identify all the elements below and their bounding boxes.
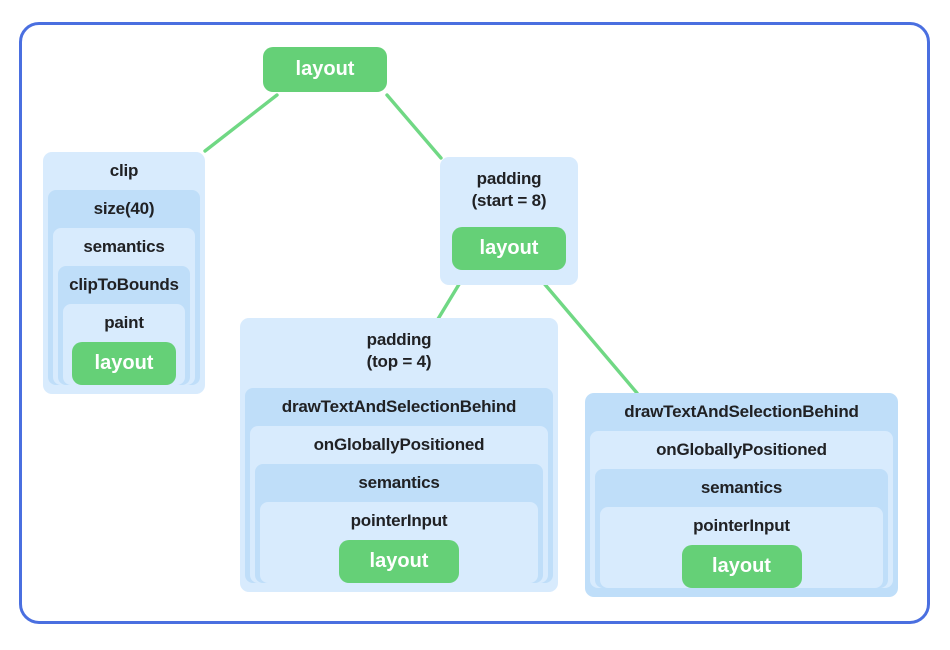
modifier-label-semantics: semantics (83, 237, 165, 256)
modifier-box-drawtext-right: drawTextAndSelectionBehind onGloballyPos… (585, 393, 898, 597)
padding-start-line1: padding (476, 169, 542, 188)
modifier-label-ongloballypositioned: onGloballyPositioned (313, 435, 485, 454)
modifier-label-cliptobounds: clipToBounds (69, 275, 179, 294)
modifier-label-padding-top: padding (top = 4) (240, 318, 558, 388)
diagram-border-frame (19, 22, 930, 624)
modifier-box-pointerinput: pointerInput layout (260, 502, 538, 583)
modifier-label-size: size(40) (93, 199, 155, 218)
modifier-box-pointerinput: pointerInput layout (600, 507, 883, 588)
modifier-box-padding-start: padding (start = 8) layout (440, 157, 578, 285)
modifier-label-clip: clip (109, 161, 139, 180)
modifier-box-semantics: semantics pointerInput layout (595, 469, 888, 588)
modifier-label-pointerinput: pointerInput (693, 516, 790, 535)
modifier-box-drawtext: drawTextAndSelectionBehind onGloballyPos… (245, 388, 553, 583)
edge-root-to-clip (203, 93, 279, 153)
modifier-label-semantics: semantics (700, 478, 783, 497)
modifier-label-pointerinput: pointerInput (350, 511, 448, 530)
padding-top-line2: (top = 4) (366, 352, 432, 371)
modifier-box-cliptobounds: clipToBounds paint layout (58, 266, 190, 385)
modifier-label-semantics: semantics (358, 473, 440, 492)
modifier-box-clip: clip size(40) semantics clipToBounds pai… (43, 152, 205, 394)
modifier-label-padding-start: padding (start = 8) (440, 157, 578, 227)
modifier-box-size: size(40) semantics clipToBounds paint la… (48, 190, 200, 385)
modifier-box-semantics: semantics clipToBounds paint layout (53, 228, 195, 385)
modifier-box-ongloballypositioned: onGloballyPositioned semantics pointerIn… (250, 426, 548, 583)
padding-start-line2: (start = 8) (471, 191, 547, 210)
modifier-box-ongloballypositioned: onGloballyPositioned semantics pointerIn… (590, 431, 893, 588)
modifier-box-paint: paint layout (63, 304, 185, 385)
layout-leaf-node: layout (452, 227, 566, 270)
edge-padding-start-to-padding-top (436, 279, 463, 321)
edge-root-to-padding-start (385, 93, 443, 160)
layout-leaf-node: layout (72, 342, 176, 385)
modifier-label-ongloballypositioned: onGloballyPositioned (656, 440, 827, 459)
modifier-box-semantics: semantics pointerInput layout (255, 464, 543, 583)
edge-padding-start-to-drawtext (540, 279, 639, 395)
modifier-box-padding-top: padding (top = 4) drawTextAndSelectionBe… (240, 318, 558, 592)
modifier-label-drawtext: drawTextAndSelectionBehind (624, 402, 859, 421)
modifier-label-paint: paint (104, 313, 144, 332)
layout-leaf-node: layout (339, 540, 459, 583)
padding-top-line1: padding (366, 330, 432, 349)
root-layout-node: layout (263, 47, 387, 92)
modifier-label-drawtext: drawTextAndSelectionBehind (281, 397, 517, 416)
layout-leaf-node: layout (681, 545, 802, 588)
